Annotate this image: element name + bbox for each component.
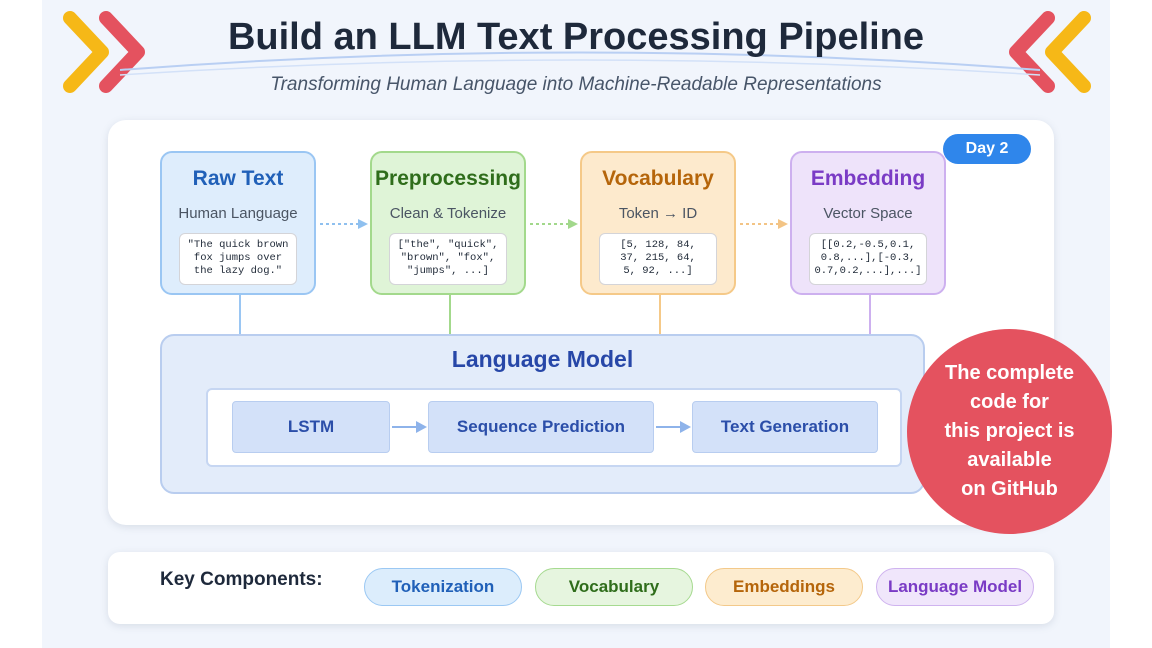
connector-line [449,295,451,335]
github-note-text: The complete code for this project is av… [935,359,1085,504]
github-note-line: The complete [945,362,1074,384]
arrow-right-icon [392,421,427,433]
stage-title: Vocabulary [602,167,714,190]
chevron-right-icon [63,11,145,93]
github-note-line: on GitHub [961,478,1058,500]
pill-language-model: Language Model [876,568,1034,606]
arrow-right-icon [656,421,691,433]
stage-subtitle: Vector Space [823,205,913,222]
pill-vocabulary: Vocabulary [535,568,693,606]
page-subtitle: Transforming Human Language into Machine… [270,74,882,95]
language-model-title: Language Model [451,346,634,372]
day-badge: Day 2 [943,134,1031,164]
connector-line [659,295,661,335]
lm-step-lstm: LSTM [232,401,390,453]
page-title: Build an LLM Text Processing Pipeline [227,16,925,58]
github-note-line: available [967,449,1052,471]
stage-subtitle: Clean & Tokenize [389,205,507,222]
stage-sample: [[0.2,-0.5,0.1, 0.8,...],[-0.3, 0.7,0.2,… [809,233,927,285]
github-note: The complete code for this project is av… [907,329,1112,534]
arrow-right-icon [530,219,578,229]
stage-title: Embedding [810,167,926,190]
stage-embedding: Embedding Vector Space [[0.2,-0.5,0.1, 0… [790,151,946,295]
connector-line [239,295,241,335]
stage-vocabulary: Vocabulary Token → ID [5, 128, 84, 37, 2… [580,151,736,295]
arrow-right-icon [320,219,368,229]
arrow-right-icon [740,219,788,229]
pill-embeddings: Embeddings [705,568,863,606]
stage-sample: [5, 128, 84, 37, 215, 64, 5, 92, ...] [599,233,717,285]
stage-preprocessing: Preprocessing Clean & Tokenize ["the", "… [370,151,526,295]
stage-sample: ["the", "quick", "brown", "fox", "jumps"… [389,233,507,285]
title-swoosh [119,51,1041,76]
stage-subtitle: Human Language [178,205,298,222]
connector-line [869,295,871,335]
stage-title: Raw Text [192,167,284,190]
github-note-line: this project is [944,420,1075,442]
lm-step-text-generation: Text Generation [692,401,878,453]
lm-step-sequence-prediction: Sequence Prediction [428,401,654,453]
stage-subtitle: Token → ID [618,205,698,222]
stage-raw-text: Raw Text Human Language "The quick brown… [160,151,316,295]
github-note-line: code for [970,391,1049,413]
key-components-label: Key Components: [160,569,323,590]
pill-tokenization: Tokenization [364,568,522,606]
stage-sample: "The quick brown fox jumps over the lazy… [179,233,297,285]
stage-title: Preprocessing [375,167,521,190]
